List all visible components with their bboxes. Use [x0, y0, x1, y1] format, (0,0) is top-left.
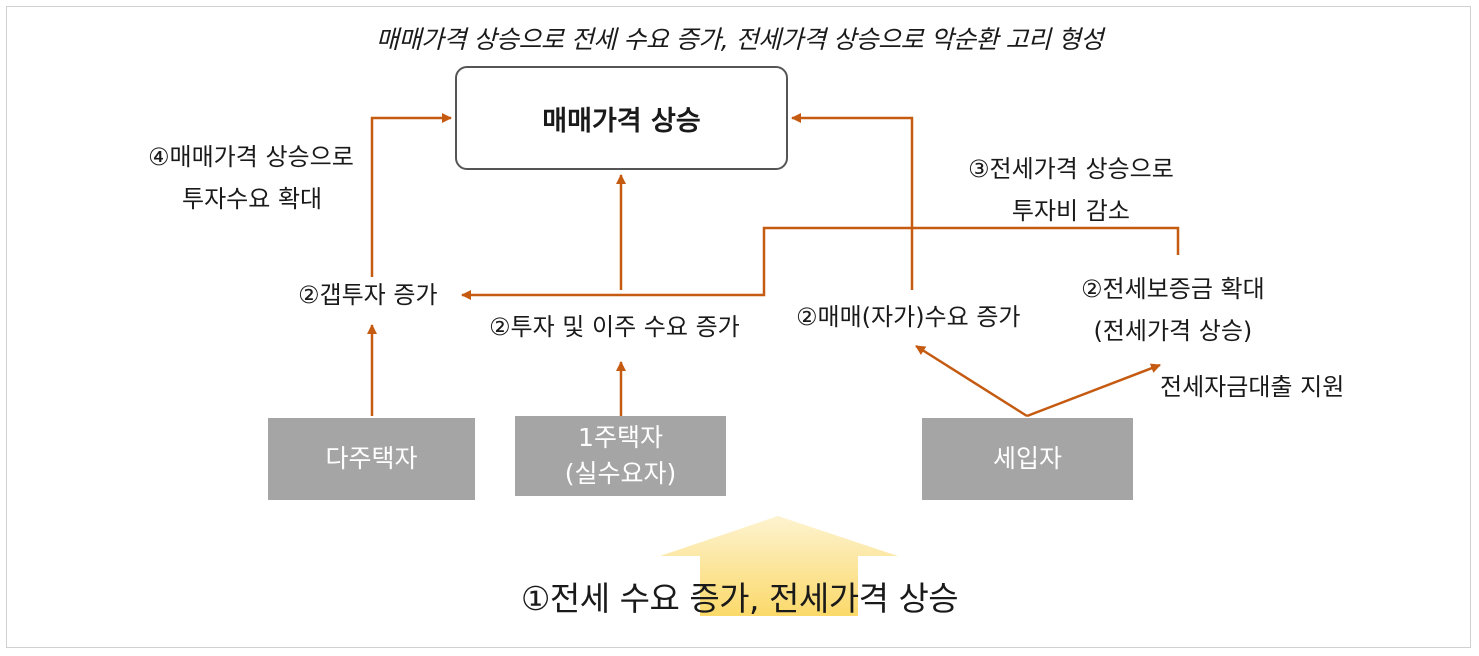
label-investment-migration: ②투자 및 이주 수요 증가 — [489, 313, 740, 341]
diagram-caption: 매매가격 상승으로 전세 수요 증가, 전세가격 상승으로 악순환 고리 형성 — [376, 25, 1103, 54]
arrow-purchase-to-main — [791, 113, 914, 290]
box-label: (실수요자) — [564, 459, 677, 488]
label-deposit-expand: ②전세보증금 확대 (전세가격 상승) — [1081, 268, 1265, 352]
box-label: 다주택자 — [325, 444, 418, 473]
label-line: ④매매가격 상승으로 — [148, 143, 354, 171]
box-label: 세입자 — [992, 444, 1062, 473]
box-single-owner: 1주택자 (실수요자) — [515, 416, 726, 496]
box-label: 1주택자 — [578, 423, 663, 452]
label-purchase-demand: ②매매(자가)수요 증가 — [796, 303, 1021, 331]
big-up-arrow — [660, 516, 898, 616]
label-investment-expand: ④매매가격 상승으로 투자수요 확대 — [148, 136, 354, 220]
arrow-deposit-to-gap — [461, 226, 1180, 300]
label-line: 투자수요 확대 — [182, 185, 323, 213]
box-multi-owner: 다주택자 — [268, 418, 475, 500]
label-gap-investment: ②갭투자 증가 — [298, 281, 438, 309]
label-line: (전세가격 상승) — [1093, 317, 1253, 345]
diagram-frame — [6, 6, 1471, 648]
bottom-statement: ①전세 수요 증가, 전세가격 상승 — [520, 579, 959, 618]
arrow-gap-to-main — [370, 113, 452, 277]
label-loan-support: 전세자금대출 지원 — [1160, 373, 1345, 401]
arrow-tenant-to-purchase — [915, 344, 1028, 418]
main-box-label: 매매가격 상승 — [542, 105, 701, 137]
label-line: 투자비 감소 — [1011, 197, 1130, 225]
label-line: ②전세보증금 확대 — [1081, 275, 1265, 303]
label-investment-cost: ③전세가격 상승으로 투자비 감소 — [968, 148, 1174, 232]
label-line: ③전세가격 상승으로 — [968, 155, 1174, 183]
main-box-price-rise: 매매가격 상승 — [455, 66, 788, 170]
arrow-tenant-to-deposit — [1026, 363, 1161, 418]
box-tenant: 세입자 — [922, 418, 1133, 500]
